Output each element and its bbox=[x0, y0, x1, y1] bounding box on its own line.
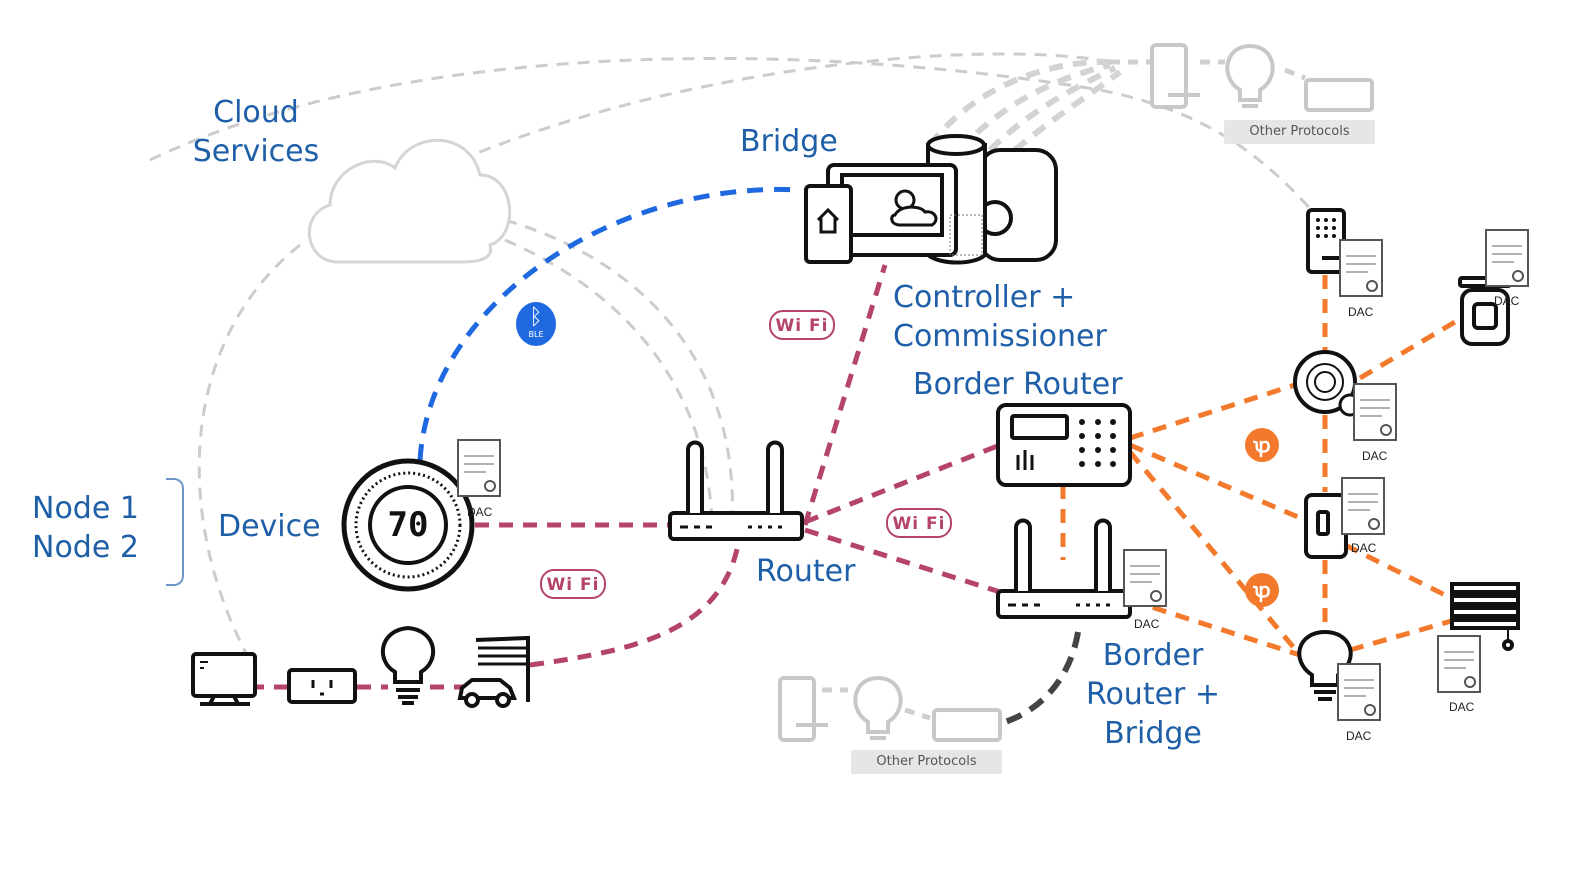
dac-label-door-sensor: DAC bbox=[1351, 541, 1377, 555]
wifi-links bbox=[250, 264, 1001, 690]
other-protocols-top: Other Protocols bbox=[1224, 120, 1375, 144]
thread-icon-lower: ꝕ bbox=[1245, 573, 1279, 607]
dac-label-thermostat: DAC bbox=[467, 505, 493, 519]
bulb-icon bbox=[380, 625, 436, 705]
node2-label: Node 2 bbox=[32, 530, 139, 565]
cloud-services-line1: Cloud bbox=[213, 95, 299, 130]
other-protocols-bottom-icons bbox=[778, 675, 1002, 742]
other-protocols-bottom: Other Protocols bbox=[851, 750, 1002, 774]
blinds-icon bbox=[1450, 582, 1520, 651]
thermostat-icon bbox=[341, 458, 475, 592]
border-router-bridge-label: Border Router + Bridge bbox=[1080, 636, 1226, 753]
dac-cert-lines bbox=[464, 245, 1522, 697]
bluetooth-icon: ᛒ bbox=[529, 305, 543, 330]
thread-links bbox=[1060, 275, 1457, 658]
smart-lock-icon bbox=[1458, 276, 1512, 346]
bridge-devices-icon bbox=[804, 134, 1058, 265]
controller-line1: Controller + bbox=[893, 280, 1076, 315]
speaker-grille bbox=[949, 214, 983, 256]
ble-badge: ᛒ BLE bbox=[516, 302, 556, 346]
dac-label-smart-lock: DAC bbox=[1494, 294, 1520, 308]
thread-icon-upper: ꝕ bbox=[1245, 428, 1279, 462]
wifi-badge-mid: Wi Fi bbox=[769, 310, 835, 340]
garage-car-icon bbox=[457, 635, 530, 708]
ble-badge-text: BLE bbox=[528, 330, 544, 339]
other-protocols-top-icons bbox=[1150, 43, 1374, 112]
dac-seals bbox=[484, 270, 1524, 716]
router-icon bbox=[668, 440, 804, 541]
node1-label: Node 1 bbox=[32, 491, 139, 526]
border-router-keypad bbox=[1079, 419, 1116, 467]
br-bridge-line2: Router + bbox=[1085, 677, 1221, 712]
cloud-services-label: Cloud Services bbox=[190, 93, 322, 171]
cloud-services-line2: Services bbox=[192, 134, 320, 169]
bridge-protocol-link bbox=[1004, 631, 1081, 725]
wifi-badge-right: Wi Fi bbox=[886, 508, 952, 538]
lock-keypad-dots bbox=[1316, 218, 1336, 238]
router-label: Router bbox=[756, 554, 856, 589]
border-router-label: Border Router bbox=[913, 367, 1123, 402]
br-bridge-line1: Border bbox=[1102, 638, 1204, 673]
device-label: Device bbox=[218, 509, 321, 544]
other-protocol-bottom-links bbox=[822, 687, 931, 721]
other-protocol-top-links bbox=[1110, 59, 1306, 81]
cloud-icon bbox=[307, 138, 512, 264]
br-bridge-line3: Bridge bbox=[1104, 716, 1202, 751]
controller-label: Controller + Commissioner bbox=[893, 278, 1107, 356]
door-sensor-icon bbox=[1304, 493, 1348, 559]
border-router-icon bbox=[996, 403, 1132, 487]
dac-label-smoke: DAC bbox=[1362, 449, 1388, 463]
dac-label-bulb: DAC bbox=[1346, 729, 1372, 743]
thermostat-temp: 70 bbox=[387, 505, 429, 545]
ble-link bbox=[417, 186, 801, 461]
plug-icon bbox=[287, 668, 357, 704]
node-labels: Node 1 Node 2 bbox=[32, 489, 139, 567]
bridge-label: Bridge bbox=[740, 124, 838, 159]
dac-label-door-lock: DAC bbox=[1348, 305, 1374, 319]
border-router-bridge-icon bbox=[996, 518, 1132, 619]
controller-line2: Commissioner bbox=[893, 319, 1107, 354]
node-brace bbox=[166, 478, 184, 586]
dac-label-br-bridge: DAC bbox=[1134, 617, 1160, 631]
smoke-detector-icon bbox=[1293, 350, 1362, 417]
dac-label-blinds: DAC bbox=[1449, 700, 1475, 714]
monitor-icon bbox=[191, 652, 257, 706]
wifi-badge-left: Wi Fi bbox=[540, 569, 606, 599]
gray-bridge-fan bbox=[927, 58, 1122, 153]
